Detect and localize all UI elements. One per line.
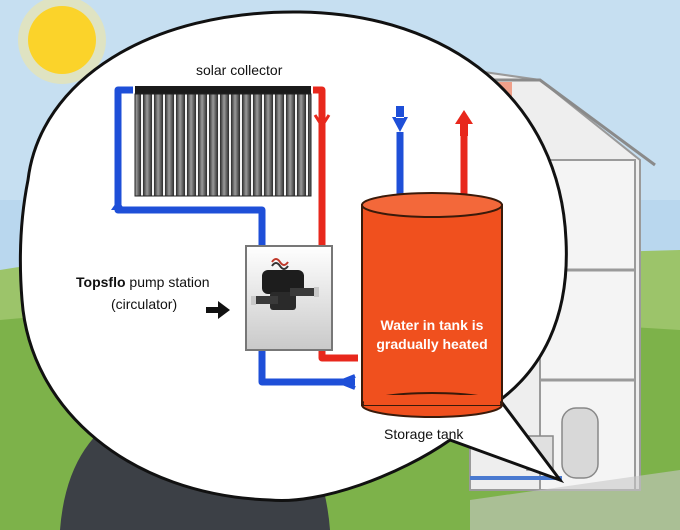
tank-caption: Storage tank xyxy=(384,426,464,442)
tank-text-line-2: gradually heated xyxy=(376,336,488,352)
flow-arrow-icon xyxy=(111,200,125,210)
pump-icon xyxy=(251,258,319,310)
sun-icon xyxy=(18,0,106,84)
circulator-label: (circulator) xyxy=(111,296,178,312)
tank-text: Water in tank is gradually heated xyxy=(364,316,500,354)
hot-pipe xyxy=(313,86,468,362)
flow-arrow-icon xyxy=(334,374,356,390)
storage-tank xyxy=(361,192,503,418)
pump-brand-label: Topsflo xyxy=(76,274,126,290)
solar-collector xyxy=(134,86,312,197)
pump-station-label: Topsflo pump station xyxy=(76,274,210,290)
tank-text-line-1: Water in tank is xyxy=(380,317,484,333)
hot-out-arrow-icon xyxy=(455,110,473,136)
arrow-right-icon xyxy=(206,301,230,319)
collector-label: solar collector xyxy=(196,62,283,78)
cold-in-arrow-icon xyxy=(392,106,408,132)
pump-station-text: pump station xyxy=(125,274,210,290)
flow-arrow-icon xyxy=(313,114,331,129)
